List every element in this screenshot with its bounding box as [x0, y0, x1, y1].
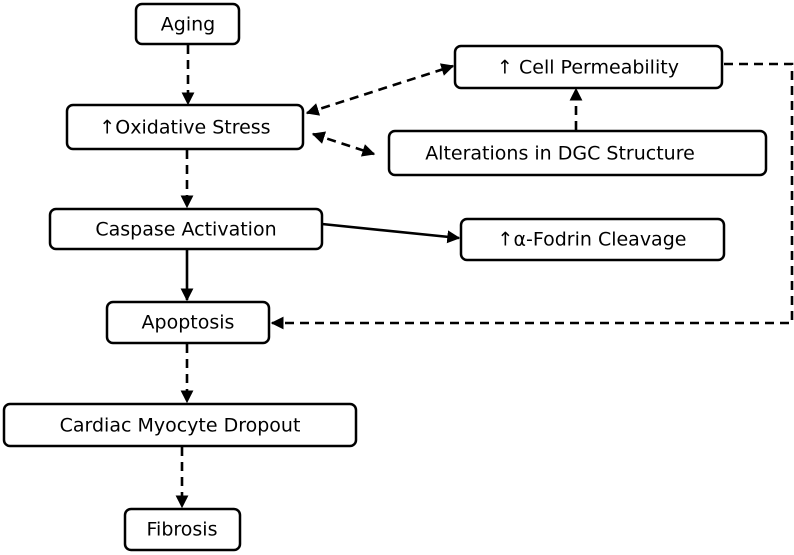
edge-caspase-to-fodrin — [321, 222, 461, 244]
node-cell-permeability: ↑ Cell Permeability — [453, 44, 724, 90]
node-fibrosis: Fibrosis — [123, 507, 242, 552]
node-fodrin-cleavage: ↑α-Fodrin Cleavage — [459, 217, 726, 262]
node-cell-permeability-label: ↑ Cell Permeability — [497, 57, 679, 79]
node-apoptosis: Apoptosis — [105, 300, 271, 345]
node-apoptosis-label: Apoptosis — [142, 312, 235, 334]
node-fibrosis-label: Fibrosis — [147, 519, 218, 541]
edge-oxidative-stress-dgc-alterations — [311, 131, 376, 157]
node-oxidative-stress: ↑Oxidative Stress — [65, 103, 305, 151]
node-caspase-activation: Caspase Activation — [48, 207, 324, 251]
node-myocyte-dropout-label: Cardiac Myocyte Dropout — [60, 415, 301, 437]
node-aging: Aging — [134, 2, 241, 46]
edges-layer — [175, 45, 794, 509]
node-myocyte-dropout: Cardiac Myocyte Dropout — [2, 402, 358, 448]
edge-cell-permeability-to-apoptosis — [270, 62, 794, 330]
node-oxidative-stress-label: ↑Oxidative Stress — [99, 117, 270, 139]
edge-oxidative-stress-cell-permeability — [305, 63, 455, 116]
node-aging-label: Aging — [161, 14, 215, 36]
node-caspase-activation-label: Caspase Activation — [95, 219, 276, 241]
node-dgc-alterations-label: Alterations in DGC Structure — [425, 143, 695, 165]
node-dgc-alterations: Alterations in DGC Structure — [387, 129, 768, 177]
node-fodrin-cleavage-label: ↑α-Fodrin Cleavage — [498, 229, 687, 251]
